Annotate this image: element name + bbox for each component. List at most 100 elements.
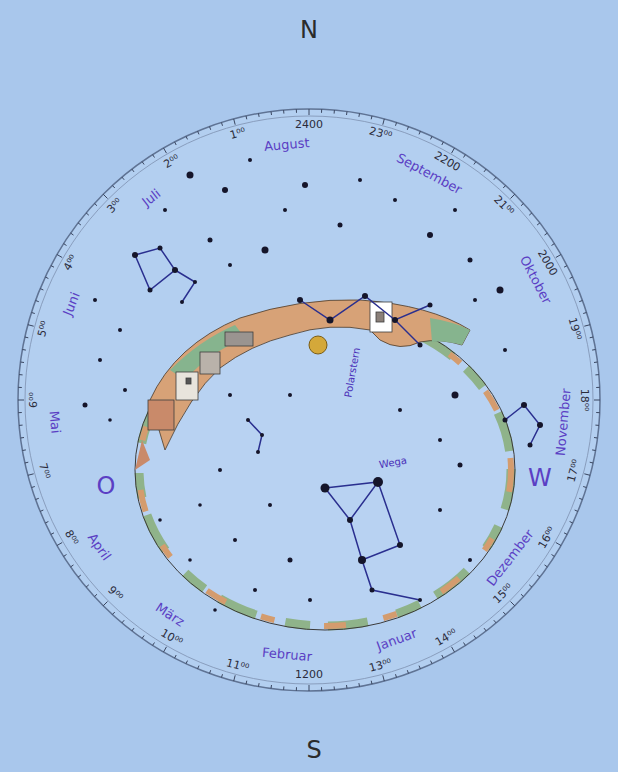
scale-tick xyxy=(584,325,590,327)
scale-tick xyxy=(95,203,98,205)
scale-tick xyxy=(103,602,107,606)
scale-tick xyxy=(419,666,420,669)
scale-tick xyxy=(283,686,284,690)
scale-tick xyxy=(234,119,236,125)
scale-tick xyxy=(575,289,578,290)
scale-tick xyxy=(371,681,373,684)
scale-tick xyxy=(222,123,223,126)
scale-tick xyxy=(564,266,567,268)
scale-tick xyxy=(419,131,420,134)
scale-tick xyxy=(596,387,600,388)
scale-tick xyxy=(570,522,573,524)
scale-tick xyxy=(358,683,360,687)
scale-tick xyxy=(552,244,555,246)
scale-tick xyxy=(86,585,89,587)
scale-tick xyxy=(57,255,62,258)
scale-tick xyxy=(452,148,455,153)
scale-tick xyxy=(57,543,62,546)
scale-tick xyxy=(296,687,297,691)
scale-tick xyxy=(71,565,74,567)
scale-tick xyxy=(45,522,48,524)
scale-tick xyxy=(175,142,177,145)
scale-tick xyxy=(18,387,22,388)
scale-tick xyxy=(36,498,39,499)
scale-tick xyxy=(407,127,408,130)
scale-tick xyxy=(19,425,23,426)
scale-tick xyxy=(28,325,34,327)
scale-tick xyxy=(596,412,600,413)
scale-tick xyxy=(579,301,582,302)
month-label: Mai xyxy=(46,410,62,434)
scale-tick xyxy=(521,203,524,205)
scale-tick xyxy=(556,255,561,258)
hour-label: 1200 xyxy=(295,669,323,681)
scale-tick xyxy=(112,612,114,615)
scale-tick xyxy=(246,681,248,684)
scale-tick xyxy=(164,148,167,153)
scale-tick xyxy=(271,112,273,116)
scale-tick xyxy=(431,136,433,139)
scale-tick xyxy=(21,437,25,439)
scale-tick xyxy=(112,186,114,189)
scale-tick xyxy=(19,374,23,375)
scale-tick xyxy=(521,594,524,596)
scale-ticks xyxy=(18,109,600,691)
scale-tick xyxy=(78,223,81,225)
scale-tick xyxy=(164,647,167,652)
scale-tick xyxy=(22,449,26,451)
scale-tick xyxy=(258,113,260,117)
scale-tick xyxy=(45,277,48,279)
compass-label: N xyxy=(300,17,318,43)
scale-tick xyxy=(122,620,124,623)
scale-tick xyxy=(537,575,540,577)
scale-tick xyxy=(442,142,444,145)
scale-tick xyxy=(64,244,67,246)
scale-tick xyxy=(78,575,81,577)
scale-tick xyxy=(222,674,223,677)
scale-tick xyxy=(25,462,28,464)
scale-tick xyxy=(321,687,322,691)
scale-tick xyxy=(71,233,74,235)
scale-tick xyxy=(25,337,28,339)
scale-tick xyxy=(383,675,385,681)
scale-tick xyxy=(570,277,573,279)
scale-tick xyxy=(132,628,134,631)
scale-tick xyxy=(464,643,466,646)
scale-tick xyxy=(234,675,236,681)
scale-tick xyxy=(584,474,590,476)
compass-label: O xyxy=(97,473,116,499)
scale-tick xyxy=(590,337,593,339)
scale-tick xyxy=(396,674,397,677)
scale-tick xyxy=(545,565,548,567)
scale-tick xyxy=(40,510,43,511)
pole-rivet xyxy=(309,336,327,354)
hour-label: 18⁰⁰ xyxy=(578,389,590,412)
hour-label: 2400 xyxy=(295,119,323,131)
horizon-land xyxy=(139,314,511,626)
scale-tick xyxy=(358,113,360,117)
scale-tick xyxy=(407,670,408,673)
scale-tick xyxy=(296,109,297,113)
scale-tick xyxy=(132,169,134,172)
scale-tick xyxy=(198,131,199,134)
horizon-line xyxy=(135,310,515,630)
scale-tick xyxy=(22,349,26,351)
scale-tick xyxy=(309,109,310,115)
scale-ring xyxy=(25,116,593,684)
scale-tick xyxy=(334,686,335,690)
scale-tick xyxy=(32,487,35,488)
hour-label: 6⁰⁰ xyxy=(28,392,40,408)
scale-tick xyxy=(346,112,348,116)
scale-tick xyxy=(246,116,248,119)
scale-tick xyxy=(371,116,373,119)
scale-tick xyxy=(51,533,54,535)
scale-tick xyxy=(321,109,322,113)
scale-tick xyxy=(334,110,335,114)
compass-label: W xyxy=(528,465,552,491)
horizon-land xyxy=(139,314,511,626)
scale-tick xyxy=(258,683,260,687)
scale-tick xyxy=(309,685,310,691)
scale-tick xyxy=(583,313,586,314)
scale-tick xyxy=(36,301,39,302)
scale-tick xyxy=(537,223,540,225)
